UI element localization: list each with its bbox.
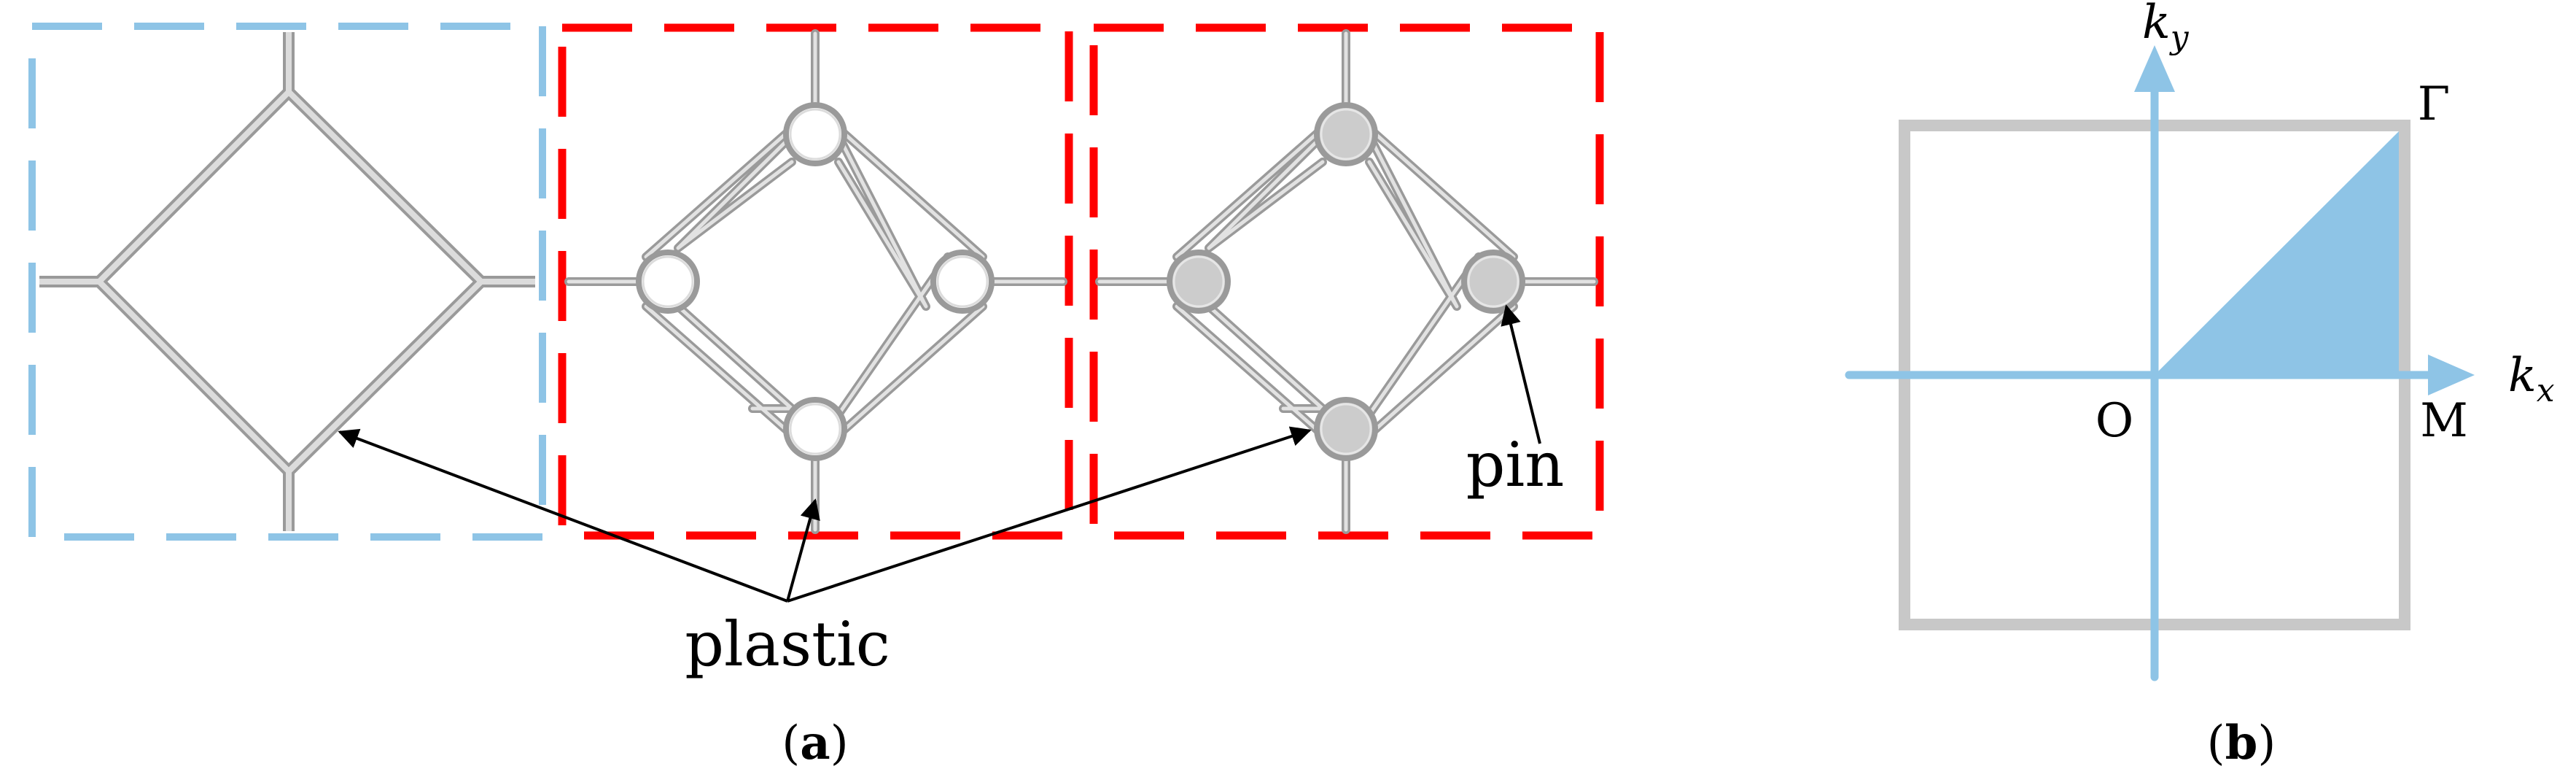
irreducible-brillouin-zone [2155,131,2399,375]
kx-arrowhead [2428,355,2475,395]
annotation-arrows [338,304,1541,603]
panel-a: plastic pin (a) [28,23,1604,770]
hinged-strut-structure-2 [1095,29,1598,534]
arrow-pin [1501,304,1541,444]
arrow-plastic-to-hinge [786,498,820,602]
hinge-left [636,250,700,314]
axis-label-kx: kx [2508,349,2555,409]
plastic-hinge-circles [636,102,995,461]
unit-cell-original [28,23,546,541]
panel-b: ky kx O M Γ (b) [1845,0,2555,770]
point-label-m: M [2420,394,2468,448]
pin-left [1167,250,1231,314]
unit-cell-border-blue [28,23,546,541]
pin-top [1314,102,1378,166]
point-label-gamma: Γ [2418,77,2450,131]
unit-cell-pinned [1089,23,1604,540]
hinge-right [930,250,995,314]
caption-a: (a) [782,716,848,770]
ky-arrowhead [2134,45,2175,92]
hinge-bottom [783,397,847,461]
label-pin: pin [1466,429,1565,500]
axes [1845,45,2475,681]
axis-label-ky: ky [2142,0,2190,56]
caption-b: (b) [2207,716,2276,770]
pin-circles [1167,102,1525,461]
diamond-strut-structure [39,32,535,531]
unit-cell-plastic-hinge [558,23,1073,540]
label-plastic: plastic [685,608,890,680]
arrow-plastic-to-pinned [787,426,1312,603]
unit-cell-border-red [558,23,1073,540]
hinge-top [783,102,847,166]
point-label-o: O [2096,394,2133,448]
pin-right [1461,250,1525,314]
pin-bottom [1314,397,1378,461]
arrow-plastic-to-diamond [338,428,788,603]
hinged-strut-structure-1 [564,29,1067,534]
unit-cell-border-red-2 [1089,23,1604,540]
